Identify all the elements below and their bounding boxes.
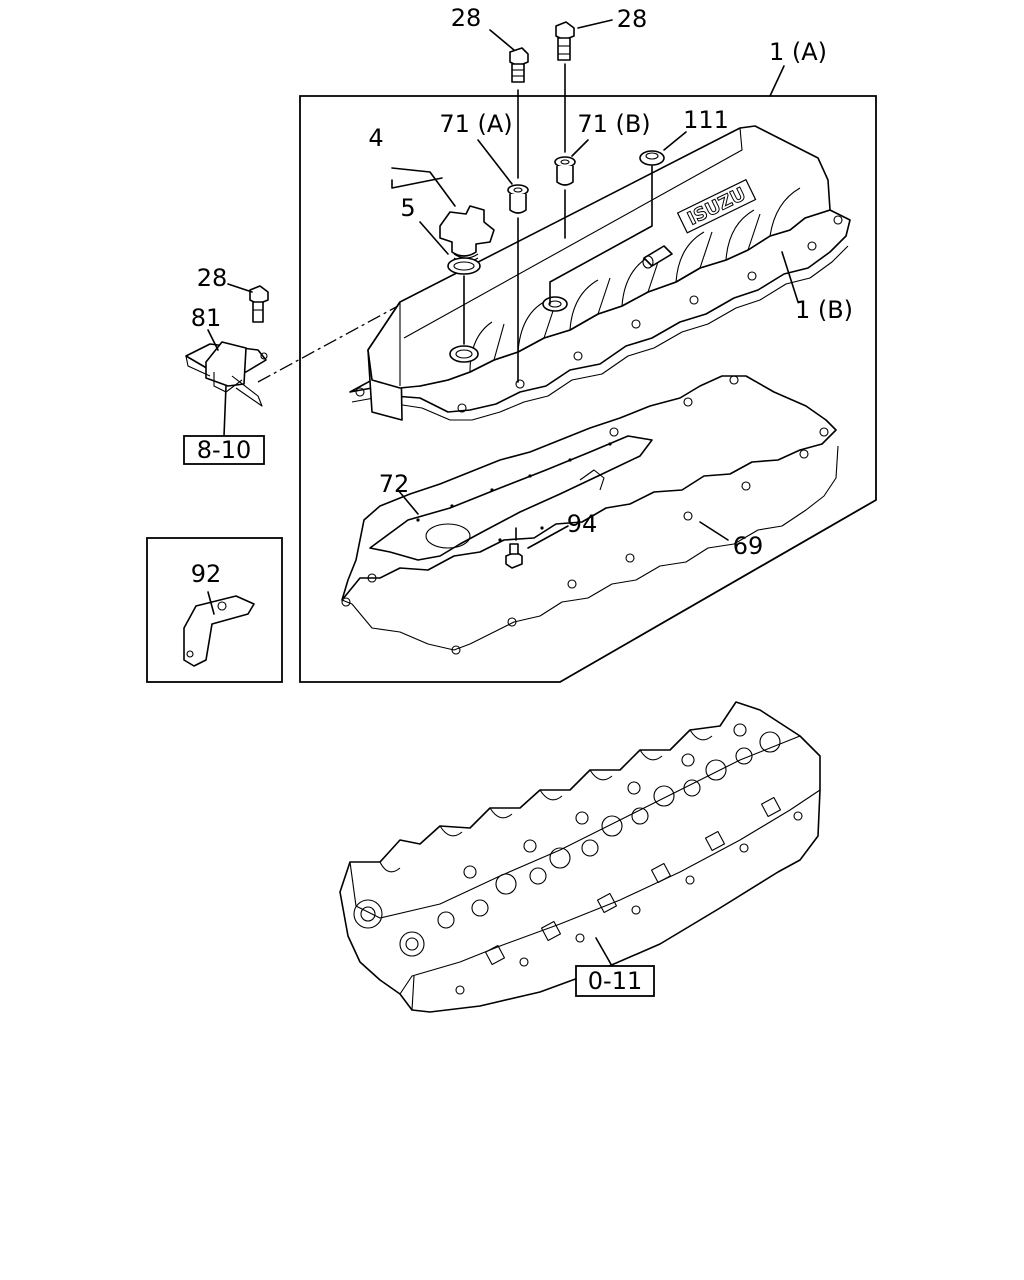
callout-1b: 1 (B) — [795, 296, 853, 324]
callout-94: 94 — [567, 510, 598, 538]
ref-box-8-10 — [183, 435, 265, 465]
grommet-71b — [554, 156, 576, 239]
callout-111: 111 — [683, 106, 729, 134]
callout-71b: 71 (B) — [577, 110, 650, 138]
callout-69: 69 — [733, 532, 764, 560]
bolt-28-top-left — [509, 47, 529, 179]
bolt-28-top-right — [555, 21, 575, 153]
callout-28-left: 28 — [197, 264, 228, 292]
gasket-69 — [341, 375, 837, 601]
ref-0-11: 0-11 — [588, 967, 642, 995]
seal-5 — [447, 257, 481, 345]
bolt-94 — [505, 527, 523, 569]
grommet-71a — [507, 184, 529, 383]
callout-81: 81 — [191, 304, 222, 332]
callout-28-top-left: 28 — [451, 4, 482, 32]
callout-92: 92 — [191, 560, 222, 588]
bracket-92-inset-frame — [146, 537, 283, 683]
bracket-92 — [183, 595, 255, 667]
bolt-28-left — [249, 285, 269, 323]
callout-28-top-right: 28 — [617, 5, 648, 33]
assembly-frame — [299, 95, 877, 683]
ref-box-0-11 — [575, 965, 655, 997]
callout-72: 72 — [379, 470, 410, 498]
bracket-81 — [185, 341, 268, 407]
callout-71a: 71 (A) — [439, 110, 512, 138]
rocker-cover — [349, 125, 851, 421]
cylinder-head — [339, 701, 821, 1013]
cylinder-head-leader — [595, 937, 613, 967]
leader-lines — [207, 19, 799, 615]
bracket-81-dashdot-line — [257, 305, 399, 383]
oil-filler-cap-4 — [439, 205, 495, 263]
callout-5: 5 — [400, 194, 415, 222]
plug-111 — [549, 150, 665, 305]
ref-8-10: 8-10 — [197, 436, 251, 464]
callout-1a: 1 (A) — [769, 38, 827, 66]
callout-4: 4 — [368, 124, 383, 152]
